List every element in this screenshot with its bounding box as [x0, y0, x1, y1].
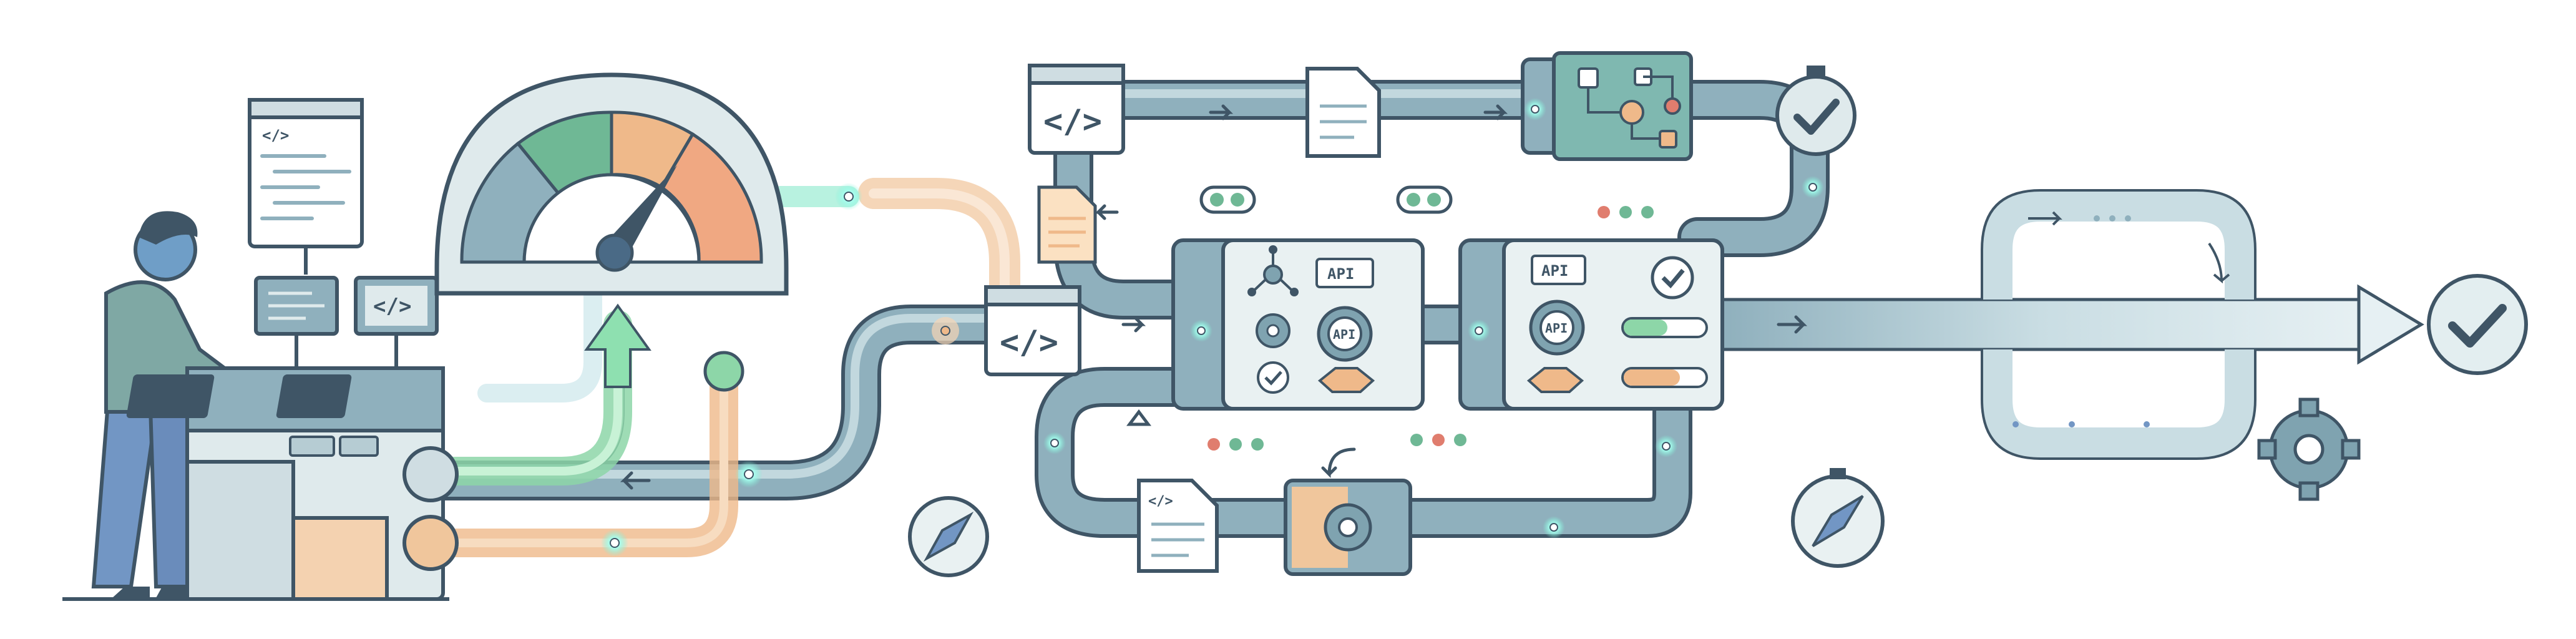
gear-box-bottom: [1284, 479, 1412, 576]
api-label: API: [1541, 262, 1568, 280]
api-gear-icon: API: [1529, 300, 1585, 356]
check-icon: [1257, 361, 1289, 394]
api-gear-icon: API: [1317, 306, 1373, 362]
svg-text:API: API: [1545, 321, 1568, 336]
code-window-middle: </>: [984, 285, 1081, 376]
stopwatch-icon: [1775, 66, 1856, 156]
code-icon: </>: [1043, 103, 1102, 140]
gear-icon: [1256, 313, 1290, 348]
api-window: API: [1531, 255, 1586, 285]
code-icon: </>: [1148, 494, 1173, 509]
monitor-icon: </>: [254, 276, 439, 368]
status-dots: [1208, 206, 1654, 451]
up-arrow-icon: [584, 303, 651, 388]
handshake-icon: [1317, 367, 1375, 393]
svg-text:API: API: [1333, 327, 1355, 342]
check-icon: [1651, 256, 1694, 300]
document-icon: [1305, 67, 1381, 158]
flow-nodes: [601, 98, 1824, 557]
control-console: [126, 366, 459, 601]
integration-hub-2: API API: [1458, 238, 1724, 411]
gauge-icon: [434, 72, 789, 296]
document-icon: </>: [1137, 479, 1219, 573]
final-check-icon: [2427, 274, 2528, 375]
code-icon: </>: [262, 127, 289, 144]
arrow-icon: [620, 104, 1808, 490]
monitor-icon: </>: [248, 98, 364, 275]
integration-hub-1: API API: [1171, 238, 1425, 411]
toggle-icon: [1199, 185, 1453, 214]
code-window-top: </>: [1028, 64, 1125, 155]
code-icon: </>: [1000, 324, 1058, 361]
compass-icon: [908, 468, 1885, 577]
code-icon: </>: [373, 294, 411, 319]
gear-icon: [2257, 398, 2361, 501]
gear-icon: [1324, 503, 1372, 552]
document-icon: [1037, 185, 1097, 264]
api-label: API: [1327, 265, 1354, 283]
pipe-top: [1060, 80, 1830, 257]
handshake-icon: [1526, 367, 1584, 393]
flowchart-icon: [1521, 51, 1693, 161]
output-arrow: [1722, 189, 2424, 460]
network-icon: [1247, 245, 1299, 296]
api-window: API: [1315, 258, 1374, 288]
